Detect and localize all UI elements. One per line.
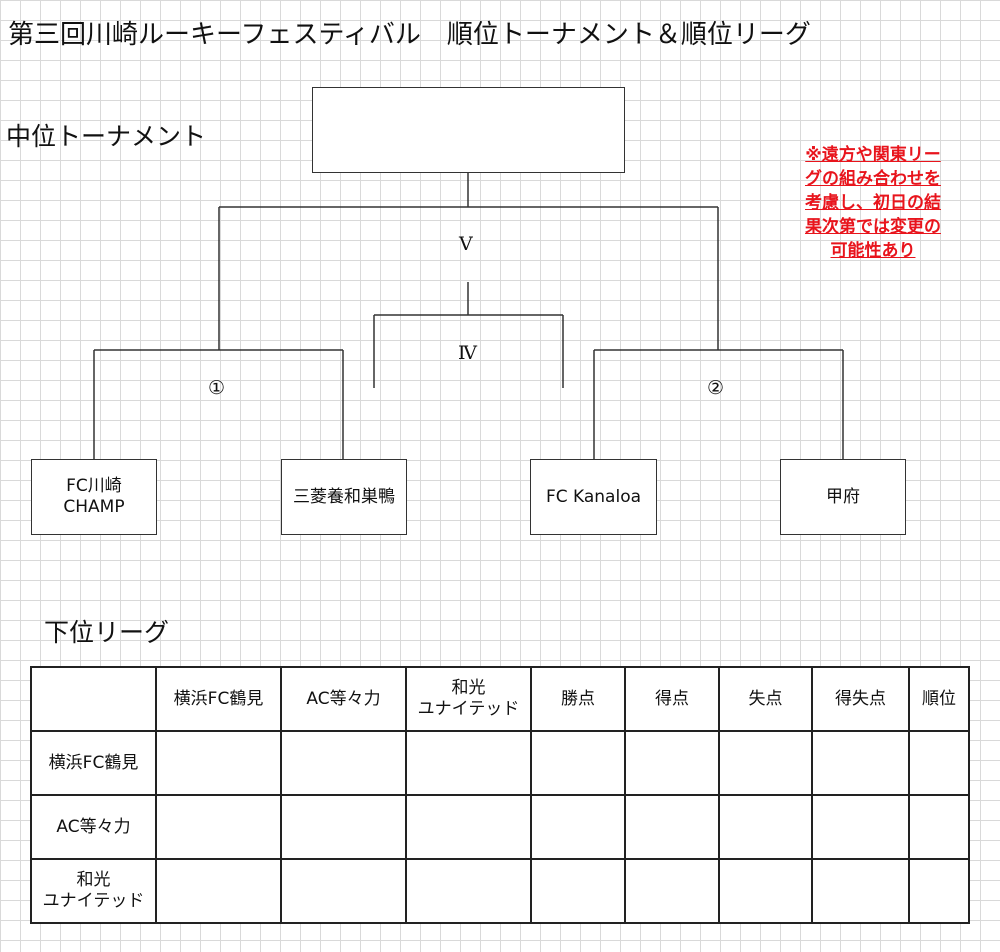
league-cell xyxy=(280,730,407,796)
league-cell xyxy=(530,858,626,924)
match-2-label: ② xyxy=(707,377,725,399)
team-box-mitsubishi-yowa-sugamo: 三菱養和巣鴨 xyxy=(281,459,407,535)
league-header-row: 横浜FC鶴見 AC等々力 和光ユナイテッド 勝点 得点 失点 得失点 順位 xyxy=(30,666,970,732)
league-header-cell: 和光ユナイテッド xyxy=(405,666,532,732)
team-name-line: FC Kanaloa xyxy=(545,486,642,507)
league-header-cell: 勝点 xyxy=(530,666,626,732)
notice-line: 可能性あり xyxy=(830,241,916,261)
league-cell xyxy=(530,730,626,796)
league-cell xyxy=(718,858,813,924)
league-row: 和光ユナイテッド xyxy=(30,858,970,924)
league-row: 横浜FC鶴見 xyxy=(30,730,970,796)
league-row-team: 横浜FC鶴見 xyxy=(30,730,157,796)
league-cell xyxy=(530,794,626,860)
league-cell xyxy=(405,794,532,860)
league-row-team: 和光ユナイテッド xyxy=(30,858,157,924)
round-v-label: Ⅴ xyxy=(459,233,473,255)
league-cell xyxy=(624,858,720,924)
final-connector xyxy=(218,172,719,350)
match-1-label: ① xyxy=(208,377,226,399)
league-header-cell: 得失点 xyxy=(811,666,910,732)
league-cell xyxy=(280,858,407,924)
league-cell xyxy=(718,794,813,860)
notice-text: ※遠方や関東リー グの組み合わせを 考慮し、初日の結 果次第では変更の 可能性あ… xyxy=(768,143,978,263)
league-cell xyxy=(280,794,407,860)
league-header-cell: 横浜FC鶴見 xyxy=(155,666,282,732)
league-header-cell: 順位 xyxy=(908,666,970,732)
team-box-fc-kawasaki-champ: FC川崎 CHAMP xyxy=(31,459,157,535)
final-result-box xyxy=(312,87,625,173)
league-cell xyxy=(718,730,813,796)
league-corner-cell xyxy=(30,666,157,732)
league-cell xyxy=(908,794,970,860)
round-iv-connector xyxy=(373,282,564,388)
notice-line: 考慮し、初日の結 xyxy=(805,193,941,213)
team-box-fc-kanaloa: FC Kanaloa xyxy=(530,459,657,535)
league-cell xyxy=(155,794,282,860)
league-cell xyxy=(405,858,532,924)
tournament-title: 中位トーナメント xyxy=(6,122,207,151)
notice-line: 果次第では変更の xyxy=(805,217,941,237)
page-title: 第三回川崎ルーキーフェスティバル 順位トーナメント＆順位リーグ xyxy=(8,20,811,50)
league-cell xyxy=(155,858,282,924)
league-title: 下位リーグ xyxy=(44,618,170,647)
league-cell xyxy=(811,858,910,924)
league-row: AC等々力 xyxy=(30,794,970,860)
league-cell xyxy=(908,858,970,924)
team-name-line: CHAMP xyxy=(63,497,125,517)
league-header-cell: 失点 xyxy=(718,666,813,732)
team-name-line: FC川崎 xyxy=(66,476,122,496)
league-cell xyxy=(155,730,282,796)
round-iv-label: Ⅳ xyxy=(458,342,477,364)
league-cell xyxy=(624,730,720,796)
notice-line: グの組み合わせを xyxy=(805,169,941,189)
team-name-line: 甲府 xyxy=(826,486,860,507)
league-cell xyxy=(908,730,970,796)
league-table: 横浜FC鶴見 AC等々力 和光ユナイテッド 勝点 得点 失点 得失点 順位 横浜… xyxy=(30,666,970,924)
match-2-connector xyxy=(593,349,844,460)
league-header-cell: AC等々力 xyxy=(280,666,407,732)
team-name-line: 三菱養和巣鴨 xyxy=(293,486,395,507)
league-row-team: AC等々力 xyxy=(30,794,157,860)
league-cell xyxy=(624,794,720,860)
league-header-cell: 得点 xyxy=(624,666,720,732)
league-cell xyxy=(405,730,532,796)
league-cell xyxy=(811,794,910,860)
league-cell xyxy=(811,730,910,796)
notice-line: ※遠方や関東リー xyxy=(805,145,941,165)
match-1-connector xyxy=(93,349,344,460)
team-box-kofu: 甲府 xyxy=(780,459,906,535)
